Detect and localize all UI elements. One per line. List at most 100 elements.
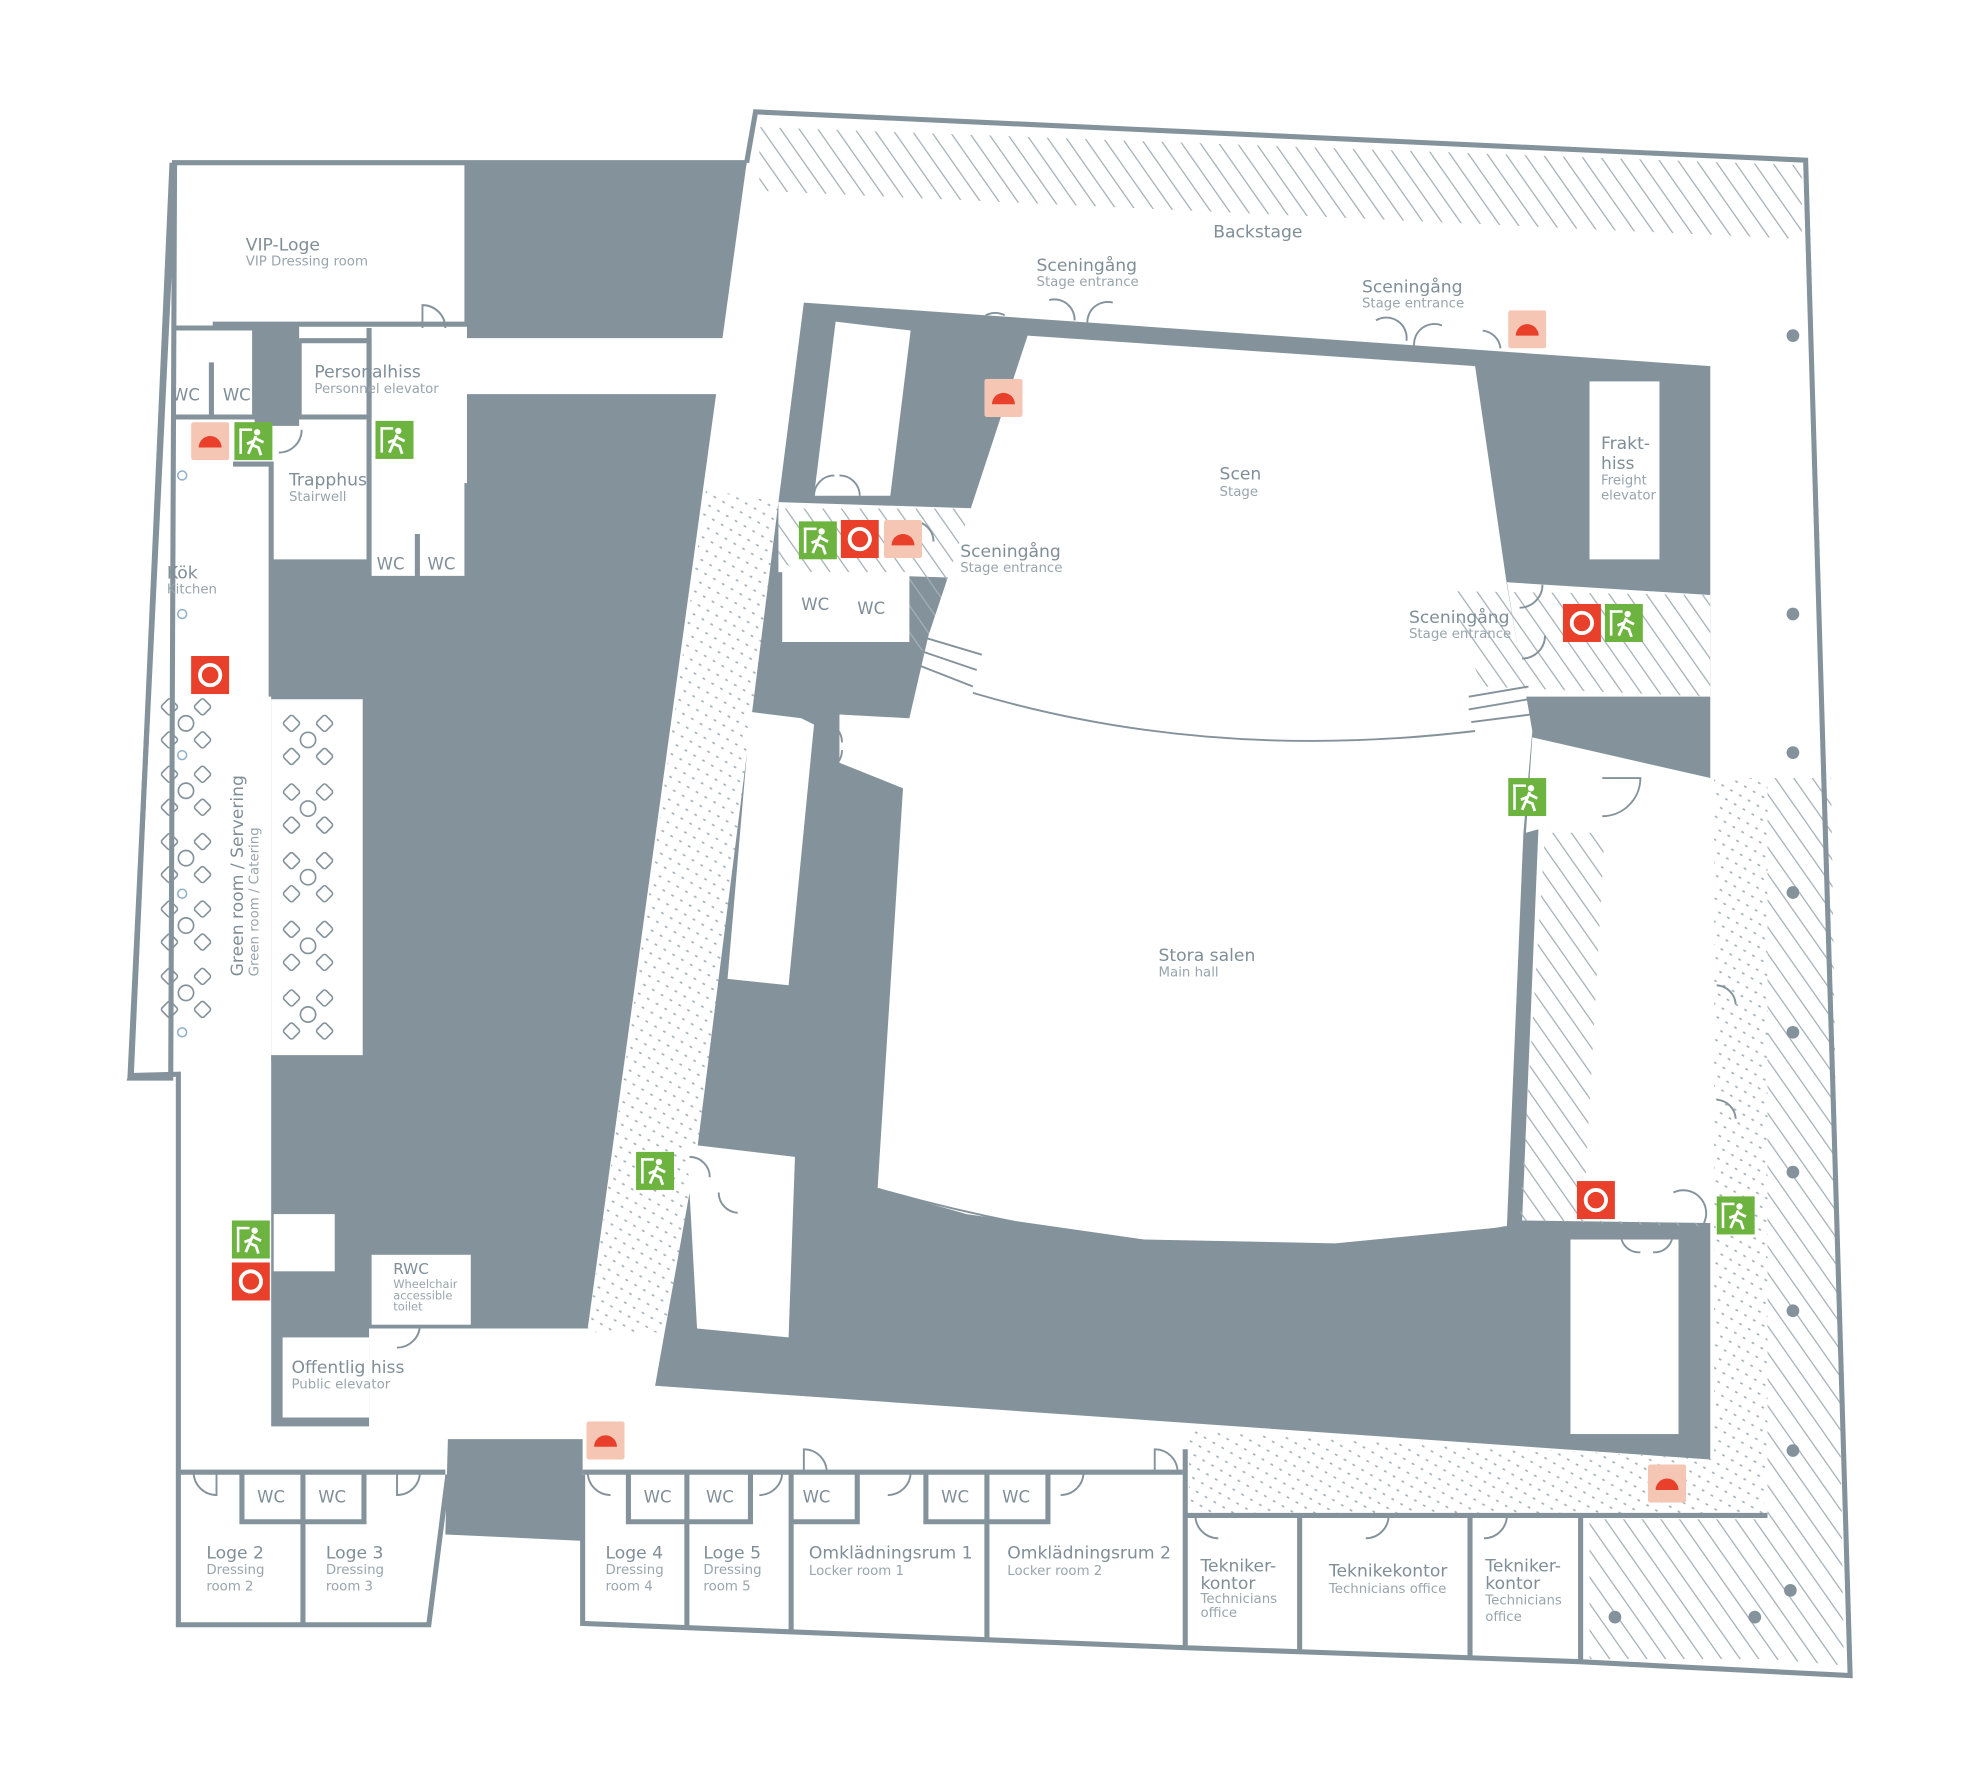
side-room-left — [727, 711, 815, 986]
room-name: Stora salen — [1159, 946, 1256, 966]
kitchen-fixtures — [176, 470, 188, 1038]
wc-wall — [174, 325, 258, 420]
room-sub: room 5 — [703, 1579, 750, 1594]
wc-label: WC — [803, 1488, 831, 1507]
fire-alarm-icon — [1508, 310, 1547, 349]
room-name: Tekniker- — [1484, 1556, 1561, 1576]
room-name: Kök — [167, 563, 198, 583]
outer-wall-east — [580, 109, 1853, 1679]
wc-label: WC — [706, 1488, 734, 1507]
emergency-exit-icon — [231, 1220, 270, 1259]
room-sub: accessible — [393, 1288, 452, 1302]
room-name: Frakt- — [1601, 434, 1650, 454]
right-room-3 — [1570, 1239, 1679, 1435]
room-sub: toilet — [393, 1300, 423, 1314]
room-sub: Personnel elevator — [314, 382, 439, 397]
stage-pocket — [814, 321, 911, 496]
room-sub: room 2 — [206, 1579, 253, 1594]
public-elevator — [282, 1337, 370, 1418]
wc-label: WC — [1002, 1488, 1030, 1507]
room-sub: Stage entrance — [1036, 275, 1138, 290]
right-inner-hatch — [1519, 832, 1711, 1227]
room-name: Sceningång — [1036, 255, 1137, 276]
green-room — [271, 696, 366, 1058]
kitchen-wall — [233, 461, 274, 697]
room-name: Omklädningsrum 1 — [809, 1544, 973, 1564]
emergency-exit-icon — [1604, 603, 1643, 643]
fire-alarm-icon — [586, 1421, 625, 1460]
hatch-bottom-right — [1589, 1519, 1768, 1660]
solid-block-west — [271, 394, 717, 1427]
wc-block — [782, 572, 910, 643]
wc-label: WC — [318, 1488, 346, 1507]
emergency-exit-icon — [375, 420, 414, 459]
room-sub: Locker room 2 — [1007, 1564, 1102, 1579]
wc-label: WC — [257, 1488, 285, 1507]
wc-label: WC — [644, 1488, 672, 1507]
wc-wall-5 — [791, 1472, 860, 1525]
corridor-dots-bottom — [1189, 1430, 1765, 1516]
emergency-exit-icon — [234, 422, 273, 461]
room-name: Tekniker- — [1199, 1556, 1276, 1576]
room-sub: Dressing — [206, 1563, 264, 1578]
room-sub: Stage entrance — [1362, 297, 1464, 312]
room-name: hiss — [1601, 454, 1635, 474]
room-void — [273, 1214, 335, 1272]
room-name: Sceningång — [1362, 276, 1463, 297]
stage-steps-left — [907, 634, 983, 688]
stage-and-main-hall — [839, 335, 1533, 1244]
room-name: Omklädningsrum 2 — [1007, 1544, 1171, 1564]
room-sub: Stairwell — [289, 490, 347, 505]
green-room-wall — [271, 694, 368, 1061]
room-name: Personalhiss — [314, 363, 421, 383]
room-sub: Stage entrance — [960, 561, 1062, 576]
freight-elevator — [1589, 381, 1660, 560]
room-sub: Technicians office — [1328, 1582, 1446, 1597]
corridor-dots-right — [1714, 778, 1768, 1463]
stage-entrance-right-hatch — [1449, 591, 1711, 697]
room-sub: Technicians — [1484, 1593, 1562, 1608]
side-room-left-2 — [686, 1144, 795, 1338]
stage-edge — [972, 691, 1476, 742]
room-name: Loge 2 — [206, 1544, 264, 1564]
wc-label: WC — [223, 385, 251, 404]
room-sub: Dressing — [703, 1563, 761, 1578]
room-name: Scen — [1220, 464, 1262, 484]
room-name: Sceningång — [1409, 607, 1510, 628]
fire-alarm-icon — [883, 519, 923, 559]
hall-edge — [877, 1187, 1508, 1250]
fire-extinguisher-icon — [1576, 1181, 1615, 1220]
fire-extinguisher-icon — [840, 519, 879, 559]
room-sub: Dressing — [326, 1563, 384, 1578]
emergency-exit-icon — [1508, 778, 1547, 817]
vip-wall — [212, 162, 470, 327]
room-sub: room 4 — [606, 1579, 653, 1594]
rwc-room — [371, 1254, 471, 1325]
room-name: Loge 5 — [703, 1544, 761, 1564]
wc-label: WC — [941, 1488, 969, 1507]
fire-extinguisher-icon — [191, 655, 230, 695]
columns — [1608, 329, 1800, 1624]
room-sub: Dressing — [606, 1563, 664, 1578]
room-sub: Public elevator — [292, 1377, 391, 1392]
backstage-hatch — [759, 127, 1802, 240]
stage-steps-right — [1468, 685, 1532, 724]
right-room — [1604, 778, 1669, 946]
emergency-exit-icon — [798, 521, 837, 560]
outer-wall-west — [127, 162, 451, 1628]
wc-label: WC — [172, 385, 200, 404]
room-name: Backstage — [1213, 223, 1302, 243]
wc-label: WC — [377, 555, 405, 574]
wc-label: WC — [801, 595, 829, 614]
solid-block-south — [445, 1439, 583, 1541]
room-name: Offentlig hiss — [292, 1358, 405, 1378]
right-room-2 — [1668, 778, 1711, 939]
corridor-dots-left — [587, 489, 779, 1333]
room-name: Trapphus — [288, 471, 367, 491]
room-sub: Stage entrance — [1409, 627, 1511, 642]
emergency-exit-icon — [636, 1151, 675, 1190]
room-labels: VIP-Loge VIP Dressing room Personalhiss … — [167, 223, 1657, 1625]
room-sub: VIP Dressing room — [246, 255, 368, 270]
room-name: kontor — [1200, 1574, 1256, 1594]
